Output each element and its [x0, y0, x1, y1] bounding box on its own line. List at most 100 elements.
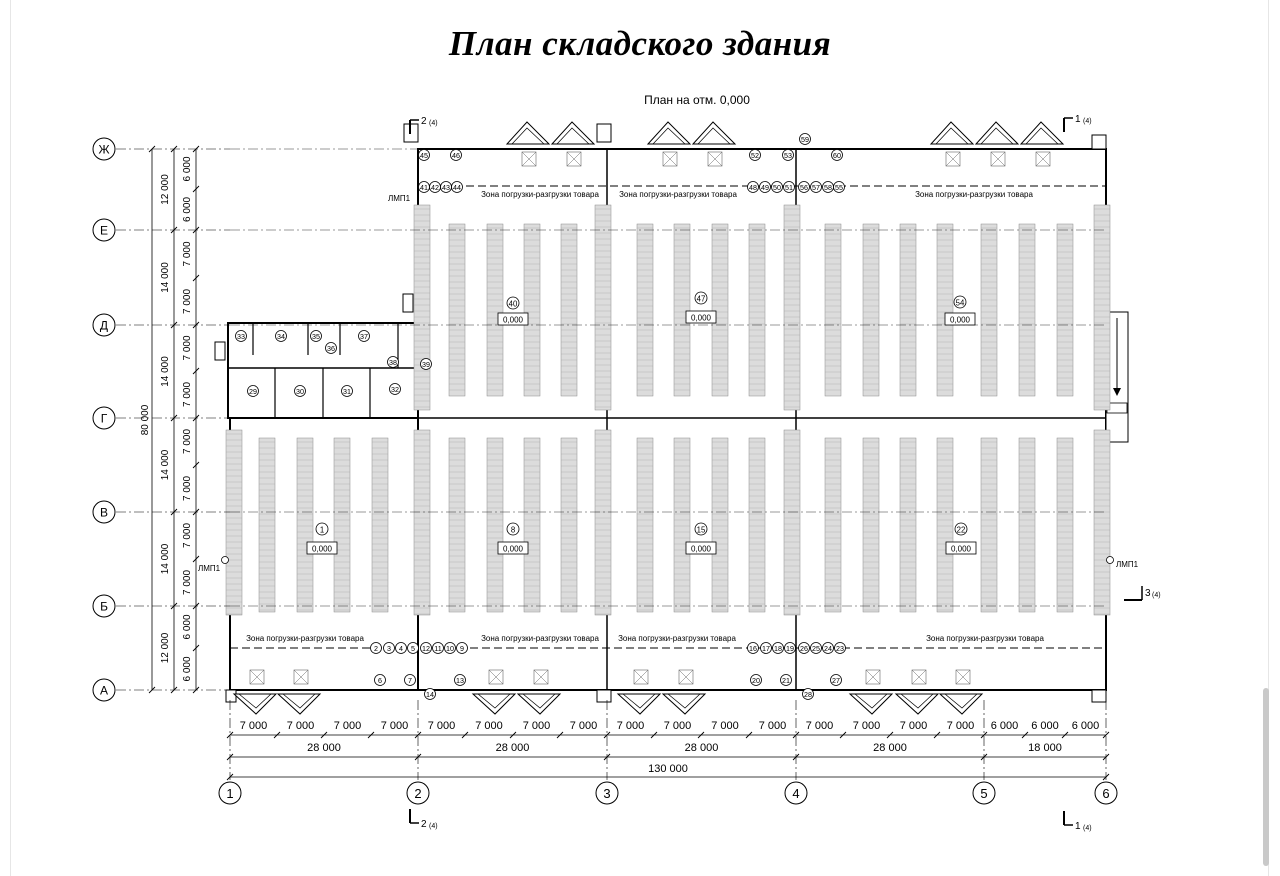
loading-zone-label: Зона погрузки-разгрузки товара — [915, 190, 1033, 199]
dimension-fine: 7 000 — [182, 429, 193, 454]
room-number: 33 — [237, 333, 245, 341]
column-axis-bubble — [972, 781, 996, 805]
room-number-bubble — [235, 330, 247, 342]
room-number-bubble — [694, 291, 708, 305]
dimension-fine: 7 000 — [182, 476, 193, 501]
loading-gate — [516, 669, 562, 715]
rack-row — [413, 429, 431, 616]
room-number: 21 — [782, 677, 790, 685]
room-number-bubble — [404, 674, 416, 686]
room-number: 10 — [446, 645, 454, 653]
dimension-group: 28 000 — [307, 742, 341, 754]
room-number-bubble — [798, 642, 810, 654]
rack-row — [899, 223, 917, 397]
rack-row — [448, 223, 466, 397]
rack-row — [862, 437, 880, 613]
room-number-bubble — [802, 688, 814, 700]
column-axis-label: 1 — [226, 786, 233, 801]
rack-row — [225, 429, 243, 616]
room-number: 54 — [956, 298, 965, 307]
room-number: 20 — [752, 677, 760, 685]
room-number-bubble — [451, 181, 463, 193]
page-left-edge — [10, 0, 11, 876]
rack-row — [1018, 223, 1036, 397]
loading-gate — [616, 669, 662, 715]
rack-row — [258, 437, 276, 613]
dimension-span: 7 000 — [617, 720, 645, 732]
dimension-span: 7 000 — [240, 720, 268, 732]
room-number: 45 — [420, 152, 428, 160]
room-number-bubble — [772, 642, 784, 654]
room-number: 28 — [804, 691, 812, 699]
room-number-bubble — [444, 642, 456, 654]
rack-row — [862, 223, 880, 397]
section-sheet-ref: (4) — [1083, 118, 1092, 125]
rack-row — [1093, 429, 1111, 616]
room-number-bubble — [694, 522, 708, 536]
column-axis-label: 4 — [792, 786, 799, 801]
panel-marker — [221, 556, 229, 564]
row-axis-label: Д — [100, 319, 108, 333]
room-number: 12 — [422, 645, 430, 653]
room-number: 59 — [801, 136, 809, 144]
dimension-span: 7 000 — [947, 720, 975, 732]
dimension-span: 7 000 — [381, 720, 409, 732]
section-mark: 2(4) — [409, 809, 438, 830]
room-number: 19 — [786, 645, 794, 653]
rack-row — [296, 437, 314, 613]
room-number-bubble — [747, 642, 759, 654]
room-number: 56 — [800, 184, 808, 192]
loading-gate — [471, 669, 517, 715]
room-number-bubble — [782, 149, 794, 161]
row-axis-label: Е — [100, 224, 108, 238]
room-number: 58 — [824, 184, 832, 192]
vertical-scrollbar[interactable] — [1263, 688, 1269, 866]
loading-gate — [646, 121, 692, 167]
rack-row — [523, 223, 541, 397]
rack-row — [980, 223, 998, 397]
room-number-bubble — [506, 522, 520, 536]
room-number-bubble — [784, 642, 796, 654]
room-number: 16 — [749, 645, 757, 653]
loading-gate — [232, 669, 278, 715]
column-axis-label: 6 — [1102, 786, 1109, 801]
room-number: 36 — [327, 345, 335, 353]
room-number: 44 — [453, 184, 461, 192]
room-number: 1 — [320, 525, 324, 534]
elevation-mark: 0,000 — [691, 314, 712, 323]
dimension-fine: 7 000 — [182, 241, 193, 266]
rack-row — [783, 204, 801, 411]
panel-marker — [1106, 556, 1114, 564]
dimension-span: 7 000 — [287, 720, 315, 732]
loading-gate — [929, 121, 975, 167]
row-axis-label: Ж — [98, 143, 109, 157]
room-number-bubble — [831, 149, 843, 161]
room-number: 32 — [391, 386, 399, 394]
rack-row — [980, 437, 998, 613]
room-number-bubble — [822, 642, 834, 654]
room-number: 25 — [812, 645, 820, 653]
room-number-bubble — [310, 330, 322, 342]
dimension-fine: 7 000 — [182, 523, 193, 548]
dimension-group: 28 000 — [873, 742, 907, 754]
section-number: 1 — [1075, 821, 1081, 832]
room-number: 53 — [784, 152, 792, 160]
room-number: 38 — [389, 359, 397, 367]
dimension-group: 12 000 — [160, 632, 171, 663]
room-number: 40 — [509, 299, 518, 308]
room-number: 14 — [426, 691, 434, 699]
dimension-span: 7 000 — [523, 720, 551, 732]
room-number: 5 — [411, 645, 415, 653]
dimension-fine: 6 000 — [182, 656, 193, 681]
rack-row — [1093, 204, 1111, 411]
room-number: 17 — [762, 645, 770, 653]
dimension-span: 7 000 — [806, 720, 834, 732]
page-title: План складского здания — [448, 24, 832, 63]
section-sheet-ref: (4) — [1083, 825, 1092, 832]
room-number-bubble — [750, 674, 762, 686]
loading-zone-label: Зона погрузки-разгрузки товара — [618, 634, 736, 643]
room-number: 35 — [312, 333, 320, 341]
room-number-bubble — [810, 181, 822, 193]
loading-zone-label: Зона погрузки-разгрузки товара — [481, 634, 599, 643]
loading-gate — [848, 669, 894, 715]
